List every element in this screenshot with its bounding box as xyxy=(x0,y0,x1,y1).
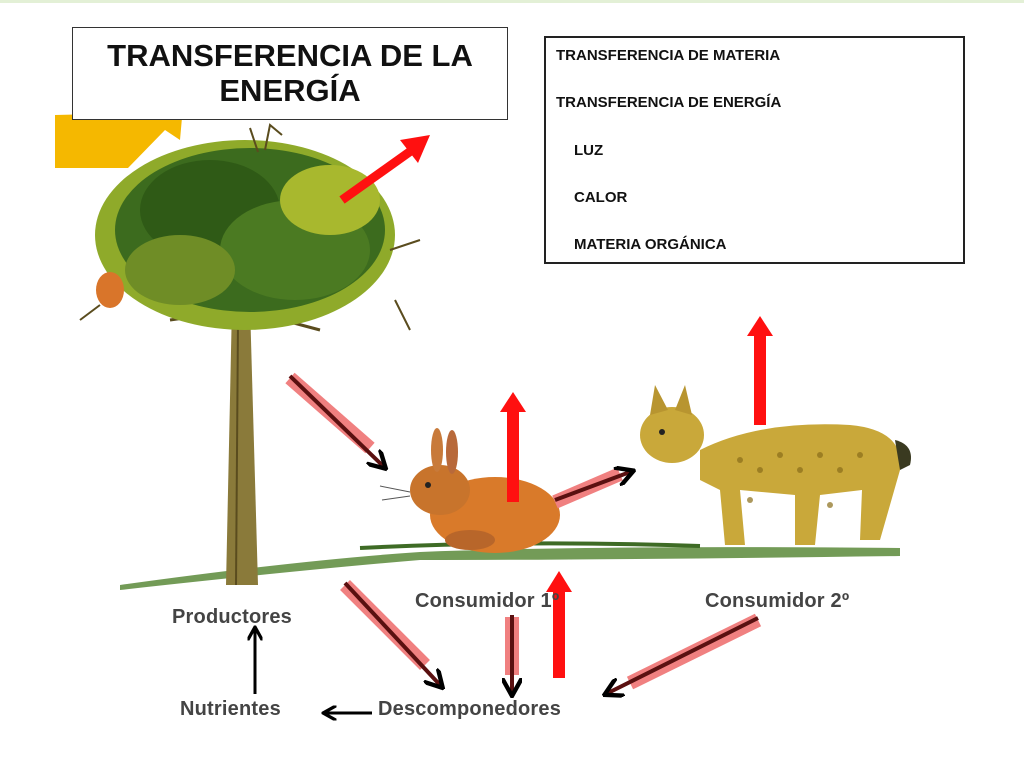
heat-arrows xyxy=(339,135,773,678)
title-line-1: TRANSFERENCIA DE LA xyxy=(107,38,473,73)
title-line-2: ENERGÍA xyxy=(219,73,361,108)
legend-heat-label: CALOR xyxy=(574,189,628,206)
legend-organic-label: MATERIA ORGÁNICA xyxy=(574,236,727,253)
organic-arrow-lynx-to-decomposers xyxy=(608,613,762,693)
legend-energy-label: TRANSFERENCIA DE ENERGÍA xyxy=(556,94,782,111)
legend-light-label: LUZ xyxy=(574,142,604,159)
organic-arrow-tree-to-decomposers xyxy=(340,580,440,685)
legend-matter-label: TRANSFERENCIA DE MATERIA xyxy=(556,47,781,64)
label-nutrients: Nutrientes xyxy=(180,698,281,720)
organic-arrow-rabbit-to-lynx xyxy=(552,472,630,509)
heat-arrow-tree xyxy=(339,135,430,204)
heat-arrow-lynx xyxy=(747,316,773,425)
label-consumer-2: Consumidor 2º xyxy=(705,590,850,612)
label-decomposers: Descomponedores xyxy=(378,698,562,720)
label-consumer-1: Consumidor 1º xyxy=(415,590,560,612)
heat-arrow-rabbit xyxy=(500,392,526,502)
organic-arrow-tree-to-rabbit xyxy=(285,372,383,466)
title-box: TRANSFERENCIA DE LA ENERGÍA xyxy=(72,27,508,120)
heat-arrow-decomposers xyxy=(546,571,572,678)
label-producers: Productores xyxy=(172,606,293,628)
legend-box: TRANSFERENCIA DE MATERIA TRANSFERENCIA D… xyxy=(544,36,965,264)
rabbit-icon xyxy=(379,428,560,553)
tree-icon xyxy=(79,123,421,586)
lynx-icon xyxy=(640,385,911,545)
matter-arrows xyxy=(255,630,372,713)
organic-matter-arrows xyxy=(285,372,762,693)
